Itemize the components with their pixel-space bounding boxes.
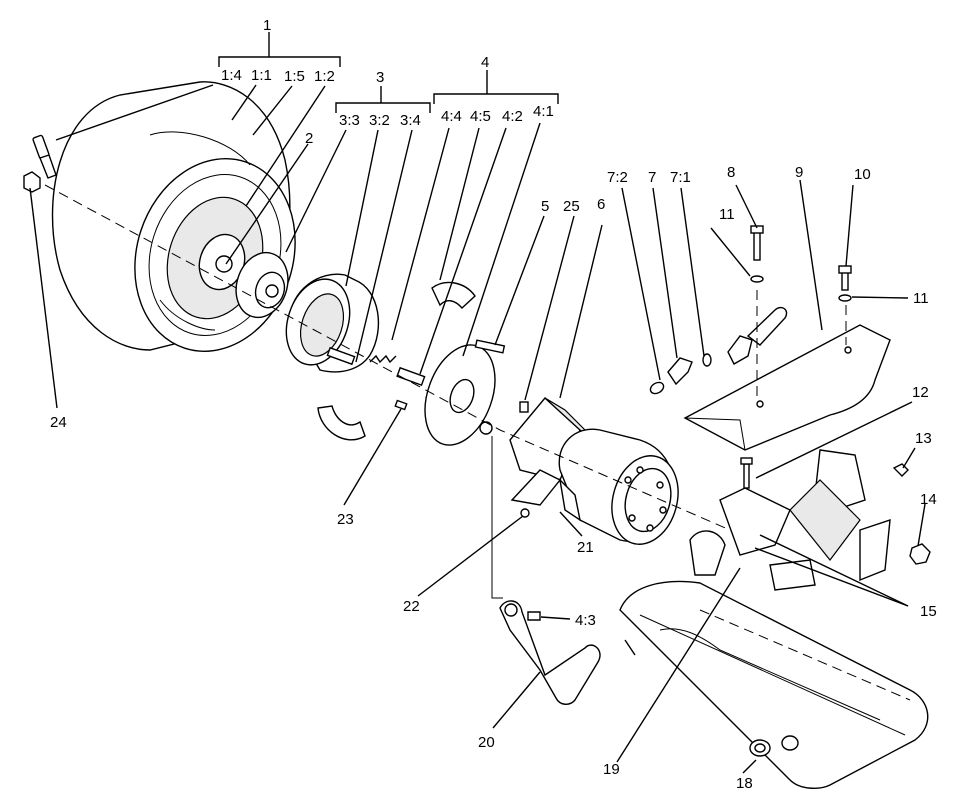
frame <box>619 580 929 789</box>
pedal-link-line <box>491 436 503 599</box>
group-bracket-4 <box>433 70 559 104</box>
label-22: 22 <box>403 598 420 615</box>
label-7: 7 <box>648 169 656 186</box>
tire <box>51 81 296 352</box>
spring <box>369 354 397 364</box>
brake-shoe-upper <box>431 281 476 310</box>
label-7-2: 7:2 <box>607 169 628 186</box>
label-6: 6 <box>597 196 605 213</box>
lug-nut <box>23 171 41 193</box>
pedal-linkage <box>499 600 601 705</box>
label-1-4: 1:4 <box>221 67 242 84</box>
group-bracket-1 <box>218 32 341 67</box>
label-8: 8 <box>727 164 735 181</box>
axis-line-main <box>44 184 731 531</box>
lug-bolt <box>32 134 57 179</box>
o-ring-7-2 <box>649 381 665 395</box>
label-1-5: 1:5 <box>284 68 305 85</box>
label-12: 12 <box>912 384 929 401</box>
washer-11-right <box>838 294 852 302</box>
label-13: 13 <box>915 430 932 447</box>
brake-drum <box>285 273 380 373</box>
label-21: 21 <box>577 539 594 556</box>
label-3-2: 3:2 <box>369 112 390 129</box>
o-ring-7-1 <box>702 353 712 367</box>
label-4: 4 <box>481 54 489 71</box>
nut-14 <box>909 543 931 565</box>
label-4-5: 4:5 <box>470 108 491 125</box>
label-2: 2 <box>305 130 313 147</box>
label-4-2: 4:2 <box>502 108 523 125</box>
label-1: 1 <box>263 17 271 34</box>
label-3: 3 <box>376 69 384 86</box>
label-1-1: 1:1 <box>251 67 272 84</box>
label-20: 20 <box>478 734 495 751</box>
callout-labels: 1 1:4 1:1 1:5 1:2 2 3 3:3 3:2 3:4 4 4:4 … <box>50 17 937 792</box>
screw-23 <box>394 399 408 411</box>
label-15: 15 <box>920 603 937 620</box>
cover <box>683 324 891 451</box>
clip-4-3 <box>527 611 541 621</box>
label-11-a: 11 <box>719 206 735 223</box>
label-9: 9 <box>795 164 803 181</box>
label-4-4: 4:4 <box>441 108 462 125</box>
bolt-10 <box>838 265 852 291</box>
label-18: 18 <box>736 775 753 792</box>
label-25: 25 <box>563 198 580 215</box>
nut-22 <box>520 508 530 518</box>
label-10: 10 <box>854 166 871 183</box>
hub <box>235 251 289 319</box>
label-3-3: 3:3 <box>339 112 360 129</box>
mounting-bracket <box>689 449 891 591</box>
label-24: 24 <box>50 414 67 431</box>
label-5: 5 <box>541 198 549 215</box>
label-4-1: 4:1 <box>533 103 554 120</box>
hose-fitting <box>727 306 788 365</box>
bolt-5 <box>474 339 506 354</box>
bolt-3-2 <box>326 346 356 366</box>
label-11-b: 11 <box>913 290 929 307</box>
leader-lines <box>29 84 926 774</box>
label-14: 14 <box>920 491 937 508</box>
label-23: 23 <box>337 511 354 528</box>
label-7-1: 7:1 <box>670 169 691 186</box>
key-25 <box>519 401 529 413</box>
bushing-18 <box>749 735 799 757</box>
bolt-4-2 <box>396 366 426 387</box>
backing-plate <box>424 344 496 446</box>
brake-shoe-lower <box>317 405 366 441</box>
hydraulic-motor <box>558 428 679 545</box>
label-4-3: 4:3 <box>575 612 596 629</box>
washer-11-left <box>750 275 764 283</box>
bolt-12 <box>740 457 753 489</box>
label-19: 19 <box>603 761 620 778</box>
nut-13 <box>892 463 909 477</box>
group-bracket-3 <box>335 86 431 113</box>
label-3-4: 3:4 <box>400 112 421 129</box>
fitting-7 <box>667 357 693 386</box>
bolt-8 <box>750 225 764 261</box>
label-1-2: 1:2 <box>314 68 335 85</box>
